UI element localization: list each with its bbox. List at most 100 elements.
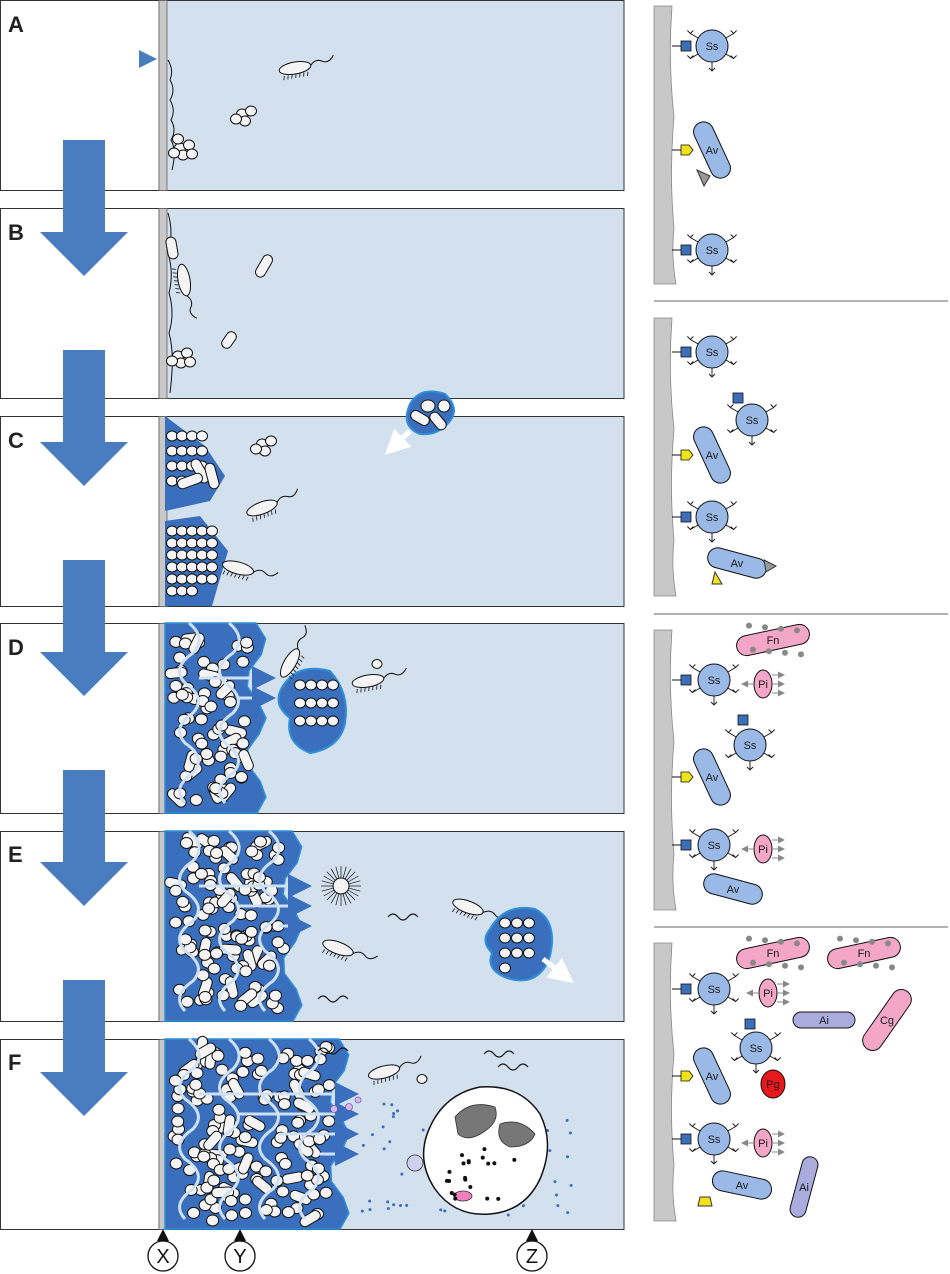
cilium [171,268,177,270]
cilium [470,915,474,920]
matrix-coccus-cell [223,1143,237,1156]
stage-panel-b [0,208,625,399]
cilium [252,517,254,522]
cilium [474,916,478,921]
coccus-cell [168,147,180,159]
adhesin-fork [689,1123,696,1128]
ss-label-9: Ss [708,984,721,996]
cilium [290,672,295,677]
surface-adhesin [692,832,701,838]
matrix-coccus-cell [499,932,511,944]
adhesin-pentagon [680,449,694,461]
tooth-surface [158,416,168,607]
flagellum [253,569,279,577]
coccus-cell [230,113,242,125]
ss-label-3: Ss [706,347,719,359]
matrix-coccus-cell [197,655,211,668]
ss-label-4: Ss [746,415,759,427]
matrix-coccus-cell [200,747,214,760]
matrix-coccus-cell [206,537,218,549]
matrix-coccus-cell [186,445,198,457]
matrix-coccus-cell [511,932,523,944]
host-granule [453,1196,458,1201]
matrix-coccus-cell [523,917,535,929]
matrix-coccus-cell [210,846,224,859]
matrix-coccus-cell [169,916,183,929]
adhesin-fork [730,30,737,35]
surface-adhesin [692,667,701,673]
matrix-coccus-cell [215,1063,229,1076]
dispersed-particle [566,1155,570,1159]
flagellum [186,295,198,319]
matrix-coccus-cell [180,995,194,1008]
cilium [463,912,467,917]
matrix-coccus-cell [176,895,190,908]
fn-surface-granule [766,961,772,968]
radiating-ray [335,893,340,906]
adhesin-pentagon [680,144,694,156]
dispersed-particle [388,1140,392,1144]
host-granule [452,1192,457,1197]
matrix-coccus-cell [176,573,188,585]
matrix-coccus-cell [186,585,198,597]
matrix-rod-cell [203,1130,223,1151]
matrix-coccus-cell [206,573,218,585]
flagellum [276,488,299,503]
stage-transition-arrow-2 [40,350,128,486]
surface-adhesin [727,667,736,673]
matrix-coccus-cell [206,549,218,561]
flagellated-bacterium [171,263,198,319]
panel-letter-c: C [8,428,24,453]
matrix-coccus-cell [166,430,178,442]
stage-panel-d [0,621,625,814]
cilium [372,686,374,691]
dispersed-particle [390,1103,394,1107]
radiating-ray [323,889,335,897]
radiating-ray [348,880,361,885]
cilium [356,688,358,694]
adhesin-fork [689,689,696,694]
stage-panels [0,0,625,1230]
cilium [294,665,299,670]
host-granule [485,1196,490,1201]
matrix-coccus-cell [499,947,511,959]
matrix-coccus-cell [176,561,188,573]
fn-surface-granule [750,959,756,966]
adhesin-fork [687,526,694,531]
dispersed-particle [381,1125,385,1129]
cilium [307,71,309,76]
radiating-ray [342,893,347,906]
pellicle-pointer [139,50,157,68]
matrix-coccus-cell [186,525,198,537]
surface-adhesin [725,504,734,510]
radiating-ray [347,875,359,883]
flagellated-bacterium [367,1055,422,1086]
rod-cell [429,411,447,431]
matrix-coccus-cell [319,1186,333,1199]
av-label-5: Av [727,884,740,896]
cilium [267,512,269,517]
host-granule [512,1157,517,1162]
matrix-coccus-cell [196,525,208,537]
dispersed-particle [556,1204,560,1208]
ss-label-5: Ss [706,512,719,524]
dispersed-particle [548,1149,552,1153]
matrix-coccus-cell [259,1165,273,1178]
dispersed-particle [439,1208,443,1212]
cilium [455,909,459,914]
cilium [295,73,297,79]
matrix-rod-cell [243,1115,266,1132]
matrix-coccus-cell [305,715,317,727]
adhesin-fork [731,1057,738,1062]
receptor-square [680,1133,692,1145]
bacterium-cell [437,399,451,413]
cilium [303,72,305,77]
receptor-square [732,392,744,404]
surface-adhesin [725,237,734,243]
radiating-ray [342,866,347,879]
adhesin-fork [770,404,777,409]
host-nucleus [498,1121,536,1148]
matrix-coccus-cell [244,925,258,938]
cg-cell [862,989,912,1051]
adhesin-fork [687,55,694,60]
